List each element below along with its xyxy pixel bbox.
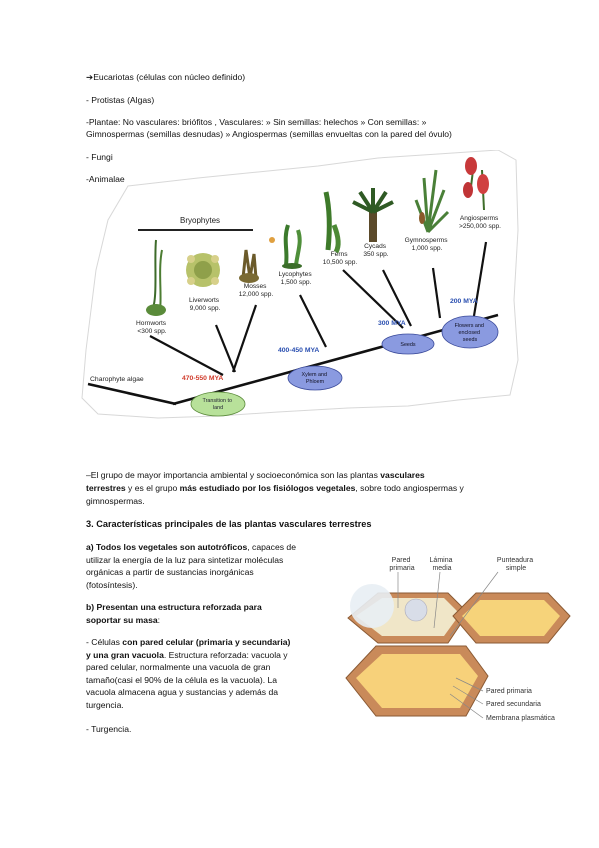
item-a-line2: utilizar la energía de la luz para sinte… (86, 555, 284, 565)
item-a-line3: orgánicas a partir de sustancias inorgán… (86, 567, 254, 577)
membrana-label: Membrana plasmática (486, 715, 555, 722)
cells-line6: turgencia. (86, 700, 124, 710)
hornwort-illustration (146, 239, 166, 316)
lycophyte-illustration (282, 224, 302, 269)
mya-400-label: 400-450 MYA (278, 347, 319, 354)
cycad-illustration (352, 188, 394, 242)
hornworts-label: Hornworts <300 spp. (136, 320, 168, 335)
item-b-line1: b) Presentan una estructura reforzada pa… (86, 602, 262, 612)
fern-illustration (323, 191, 341, 254)
event-seeds (381, 333, 435, 355)
lycophytes-branch (299, 294, 327, 348)
bryophytes-label: Bryophytes (180, 216, 220, 225)
angiosperm-illustration (463, 157, 489, 211)
angiosperms-label: Angiosperms >250,000 spp. (459, 215, 501, 230)
section-title: 3. Características principales de las pl… (86, 519, 372, 529)
liverworts-branch (214, 324, 237, 373)
event-transition-label: Transition to land (203, 398, 234, 411)
moss-illustration (239, 237, 275, 283)
cells-line4: tamaño(casi el 90% de la célula es la va… (86, 675, 278, 685)
cycads-label: Cycads 350 spp. (363, 243, 388, 258)
event-transition-to-land (190, 391, 246, 417)
cycads-branch (382, 269, 412, 327)
cells-line5: vacuola almacena agua y sustancias y ade… (86, 687, 279, 697)
angiosperms-branch (471, 241, 488, 323)
punteadura-label: Punteadura simple (497, 557, 535, 572)
intro-plantae-line1: -Plantae: No vasculares: briófitos , Vas… (86, 117, 427, 127)
liverworts-label: Liverworts 9,000 spp. (189, 297, 221, 312)
cell-wall-figure: Pared primaria Lámina media Punteadura s… (345, 557, 571, 722)
event-xylem-phloem (287, 365, 343, 391)
gymnosperm-illustration (414, 169, 450, 234)
mya-200-label: 200 MYA (450, 298, 478, 305)
item-a-line4: (fotosíntesis). (86, 580, 138, 590)
event-flowers-label: Flowers and enclosed seeds (455, 323, 486, 343)
ferns-label: Ferns 10,500 spp. (323, 251, 358, 266)
intro-animalae: -Animalae (86, 174, 125, 184)
event-xylem-label: Xylem and Phloem (302, 372, 329, 385)
mya-470-label: 470-550 MYA (182, 375, 223, 382)
pared-primaria-label: Pared primaria (486, 688, 532, 695)
intro-eucariotas: ➔Eucariotas (células con núcleo definido… (86, 72, 246, 82)
intro-plantae-line2: Gimnospermas (semillas desnudas) » Angio… (86, 129, 452, 139)
lycophytes-label: Lycophytes 1,500 spp. (279, 271, 314, 286)
para1-line1: –El grupo de mayor importancia ambiental… (86, 470, 425, 480)
ferns-branch (342, 269, 404, 329)
lower-cell (345, 645, 489, 717)
event-flowers (441, 315, 499, 349)
liverwort-illustration (186, 253, 220, 287)
intro-protistas: - Protistas (Algas) (86, 95, 155, 105)
upper-left-cell (347, 584, 469, 644)
charophyte-label: Charophyte algae (90, 376, 144, 383)
gymnosperms-label: Gymnosperms 1,000 spp. (405, 237, 450, 252)
charophyte-branch (87, 382, 177, 406)
mya-300-label: 300 MYA (378, 320, 406, 327)
intro-fungi: - Fungi (86, 152, 113, 162)
pared-secundaria-label: Pared secundaria (486, 701, 541, 708)
mosses-branch (231, 304, 258, 373)
gymnosperms-branch (431, 267, 442, 319)
cells-line1: - Células con pared celular (primaria y … (86, 637, 291, 647)
pared-primaria-top-label: Pared primaria (389, 557, 414, 572)
event-seeds-label: Seeds (400, 342, 416, 348)
para1-line3: gimnospermas. (86, 496, 145, 506)
upper-right-cell (452, 592, 571, 644)
mosses-label: Mosses 12,000 spp. (239, 283, 274, 298)
item-b-line2: soportar su masa: (86, 615, 161, 625)
cells-line3: pared celular, normalmente una vacuola d… (86, 662, 271, 672)
lamina-media-label: Lámina media (430, 557, 455, 572)
plant-phylogeny-figure: Bryophytes (81, 150, 519, 419)
turgencia-item: - Turgencia. (86, 724, 132, 734)
cells-line2: y una gran vacuola. Estructura reforzada… (86, 650, 288, 660)
item-a-line1: a) Todos los vegetales son autotróficos,… (86, 542, 296, 552)
para1-line2: terrestres y es el grupo más estudiado p… (86, 483, 464, 493)
hornworts-branch (149, 335, 224, 376)
